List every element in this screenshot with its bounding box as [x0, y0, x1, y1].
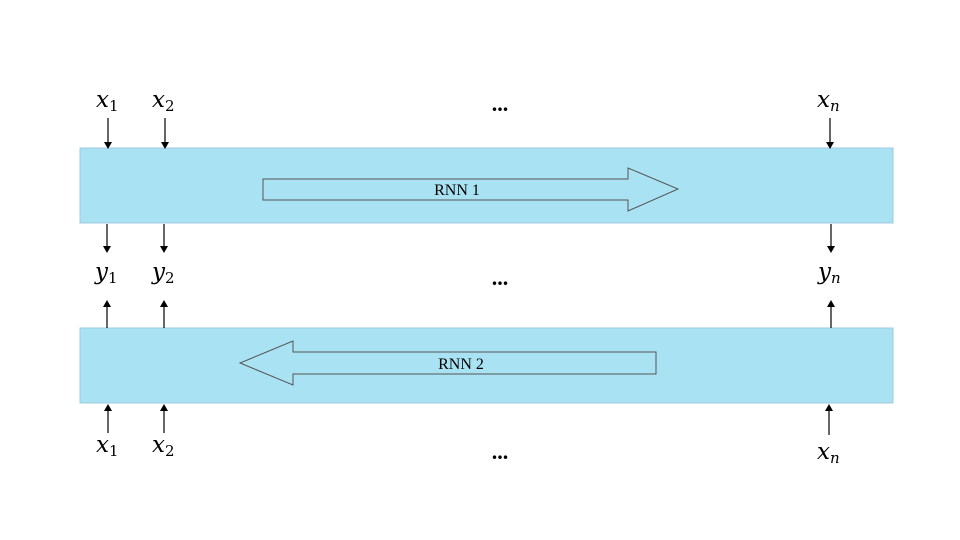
- rnn1-label: RNN 1: [434, 182, 480, 199]
- rnn1-output-arrow-n: [827, 224, 835, 253]
- bottom-input-arrow-1: [104, 404, 112, 433]
- top-input-ellipsis: ...: [492, 91, 509, 116]
- bottom-input-arrow-2: [160, 404, 168, 433]
- bottom-input-x1: x1: [96, 432, 119, 460]
- rnn2-label: RNN 2: [438, 356, 484, 373]
- top-input-arrow-n: [826, 118, 834, 149]
- rnn1-direction-arrow: [262, 167, 680, 212]
- top-input-xn: xn: [817, 87, 840, 115]
- top-input-x1: x1: [96, 87, 119, 115]
- output-y2: y2: [151, 259, 175, 287]
- rnn2-output-arrow-1: [103, 300, 111, 328]
- rnn1-band: [79, 147, 894, 224]
- output-ellipsis: ...: [492, 265, 509, 290]
- top-input-x2: x2: [152, 87, 175, 115]
- output-yn: yn: [817, 259, 841, 287]
- top-input-arrow-2: [161, 118, 169, 149]
- bottom-input-ellipsis: ...: [492, 439, 509, 464]
- rnn2-direction-arrow: [238, 340, 657, 386]
- rnn2-band: [79, 327, 894, 404]
- rnn2-output-arrow-2: [160, 300, 168, 328]
- rnn1-output-arrow-2: [160, 224, 168, 253]
- bottom-input-x2: x2: [152, 432, 175, 460]
- output-y1: y1: [94, 259, 118, 287]
- rnn1-output-arrow-1: [103, 224, 111, 253]
- bottom-input-xn: xn: [817, 439, 840, 467]
- bottom-input-arrow-n: [825, 404, 833, 435]
- top-input-arrow-1: [104, 118, 112, 149]
- rnn2-output-arrow-n: [827, 300, 835, 328]
